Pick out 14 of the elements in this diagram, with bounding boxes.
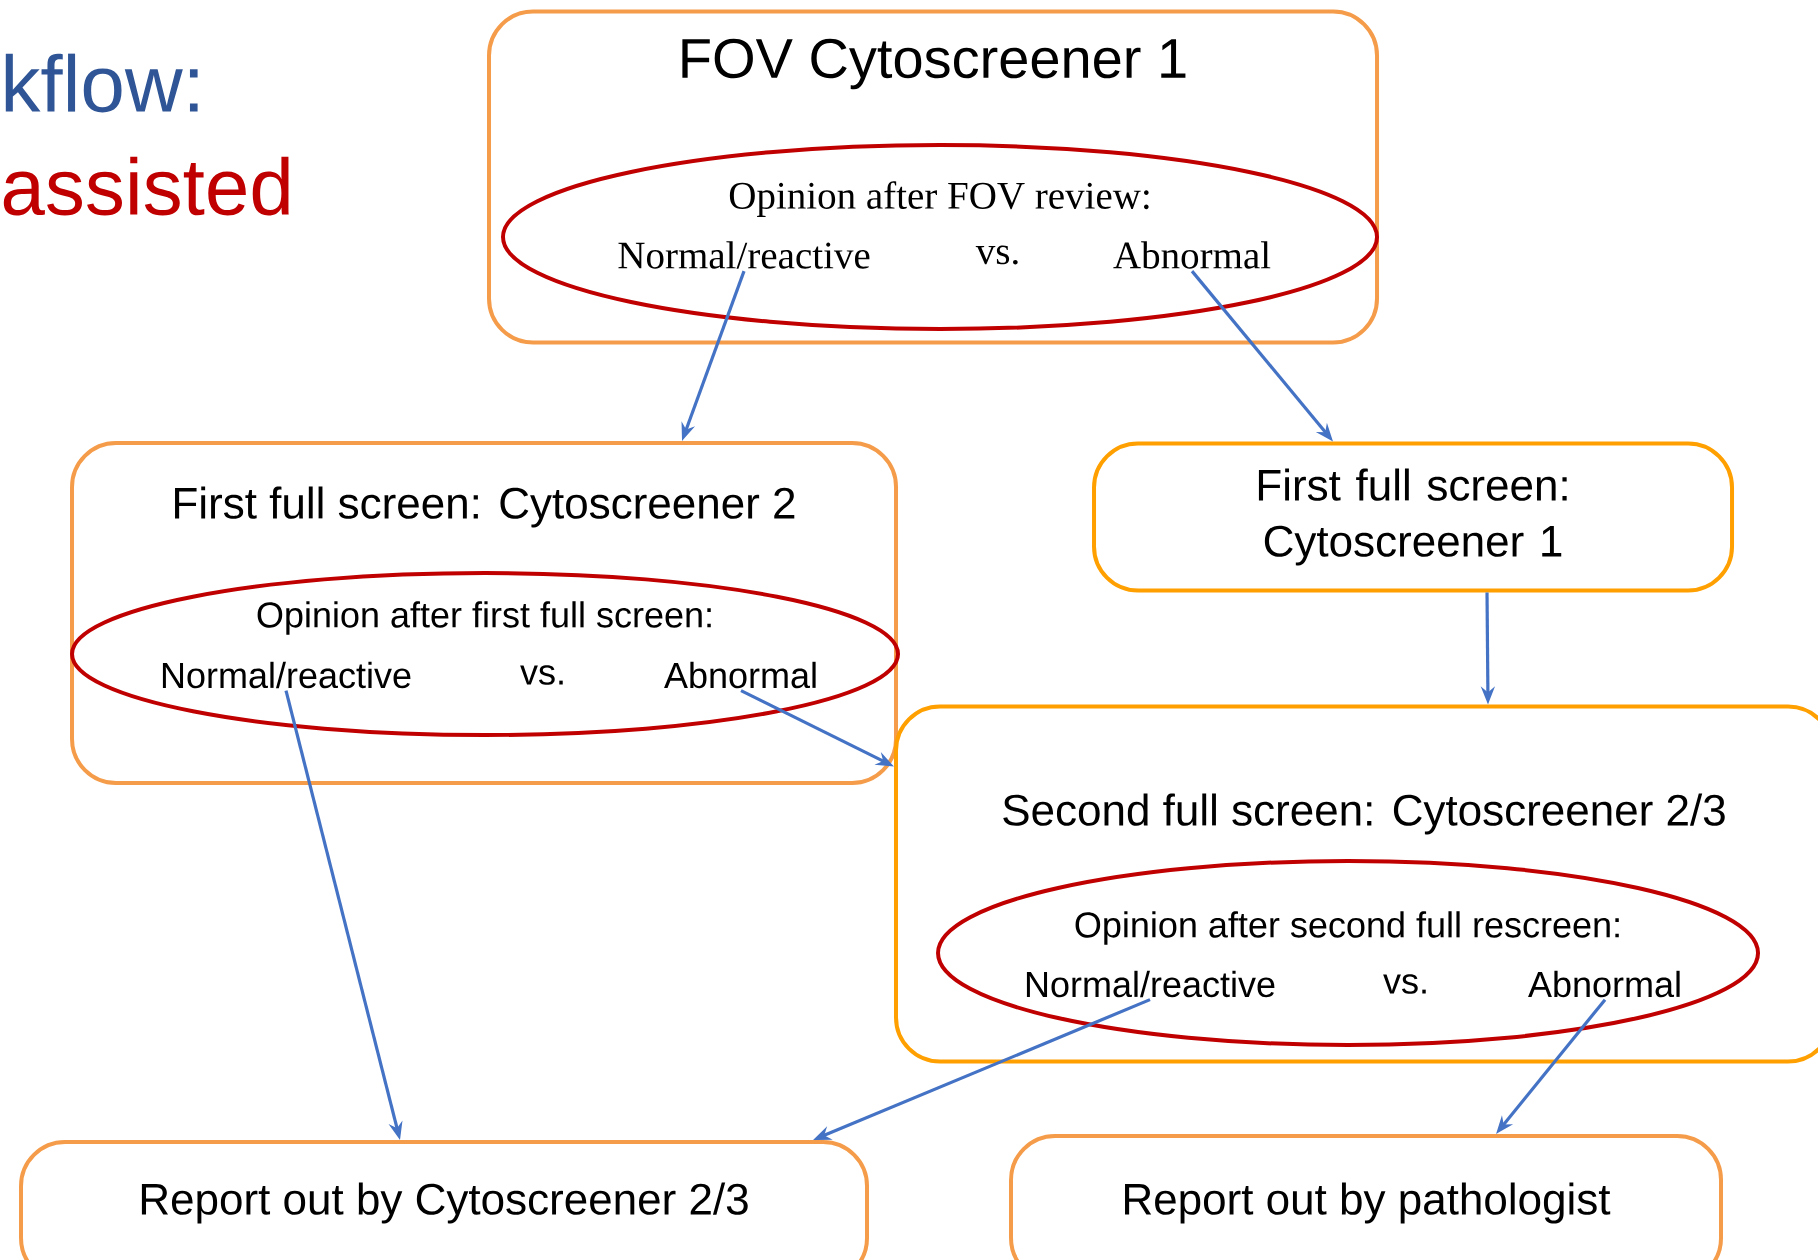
outcome-text: Abnormal (1528, 970, 1680, 998)
outcome-text: Normal/reactive (162, 661, 411, 689)
outcome-text: Normal/reactive (1026, 970, 1275, 998)
process-box: First full screen: Cytoscreener 1 (1092, 441, 1734, 593)
outcome-text: Abnormal (1113, 241, 1271, 269)
process-box: Report out by pathologist (1009, 1134, 1723, 1260)
separator-text: vs. (520, 665, 563, 685)
outcome-text: Abnormal (664, 661, 816, 689)
title-text: assisted (3, 156, 289, 216)
outcome-text: Normal/reactive (618, 241, 870, 269)
separator-text: vs. (1383, 974, 1426, 994)
process-box: Report out by Cytoscreener 2/3 (19, 1140, 869, 1260)
title-text: kflow: (5, 53, 198, 113)
separator-text: vs. (975, 245, 1018, 265)
